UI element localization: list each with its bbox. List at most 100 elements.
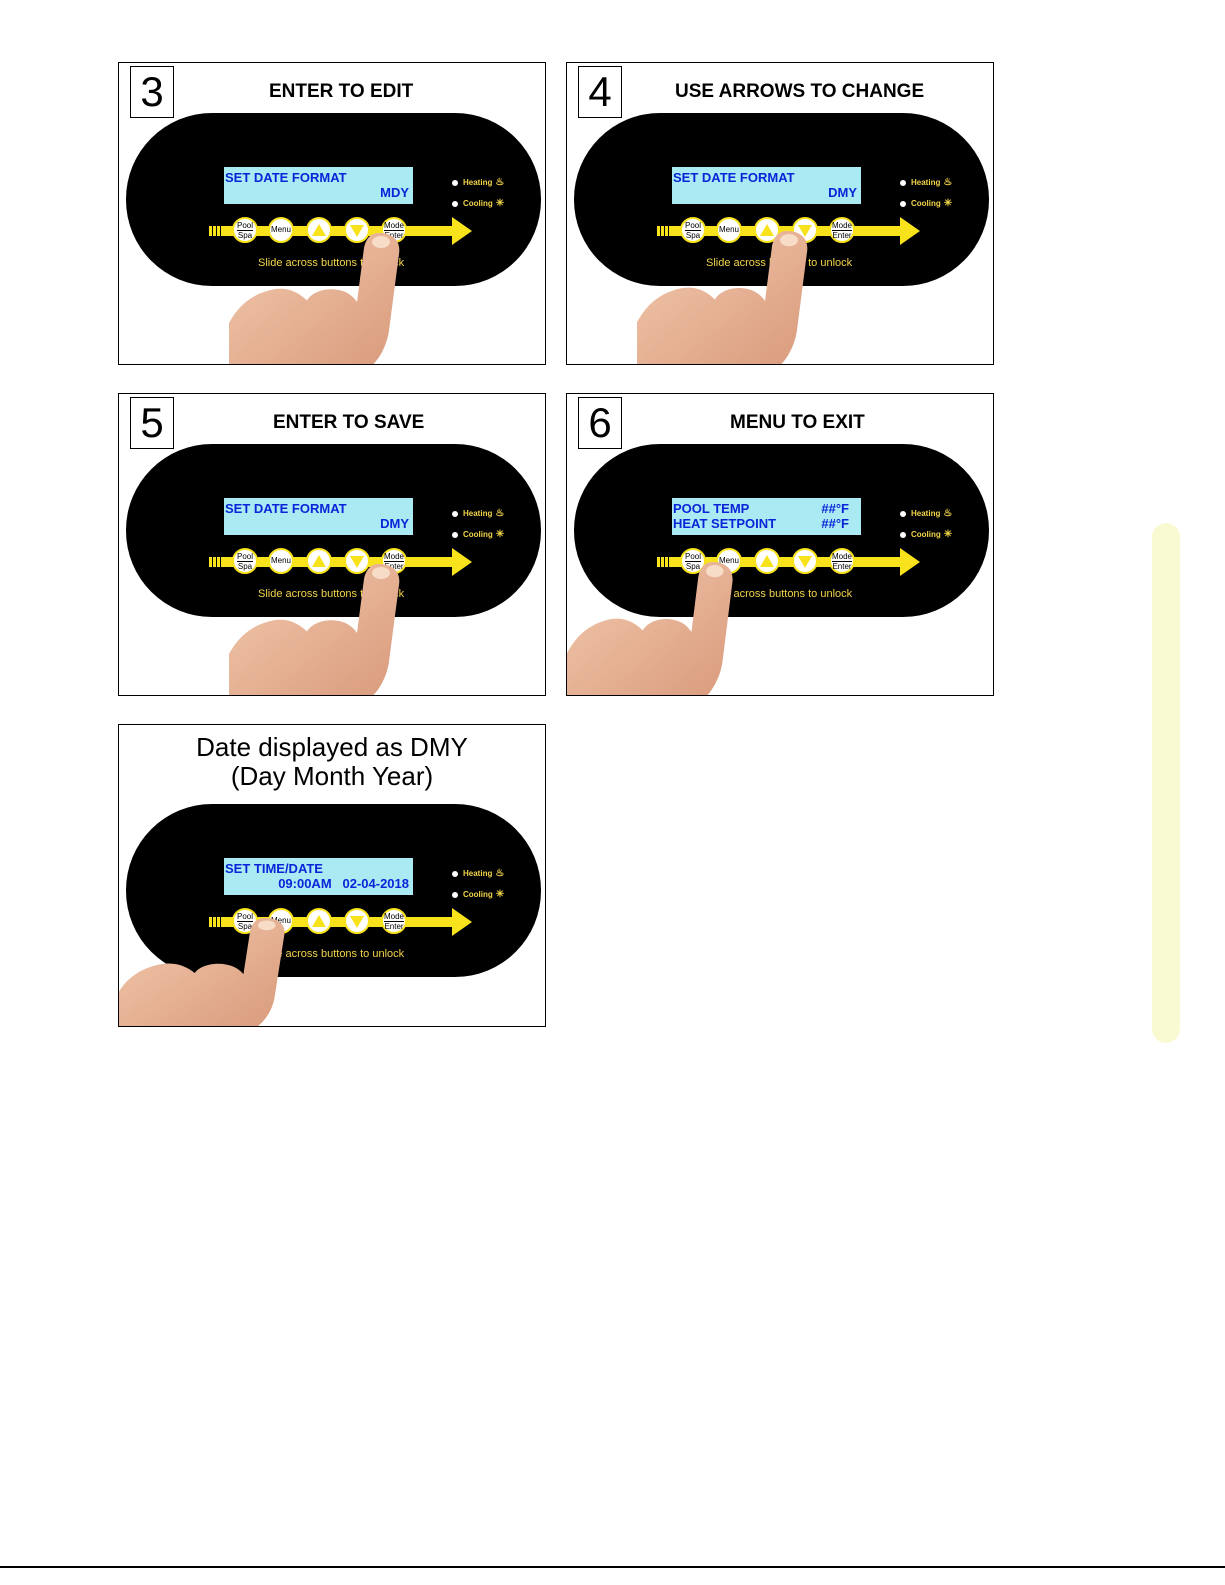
lcd-display: SET DATE FORMAT DMY [672, 167, 861, 204]
spa-label: Spa [237, 562, 253, 571]
cooling-indicator: Cooling✳ [900, 529, 952, 540]
mode-label: Mode [383, 552, 404, 562]
lcd-display: SET TIME/DATE 09:00AM 02-04-2018 [224, 858, 413, 895]
lcd-display: SET DATE FORMAT MDY [224, 167, 413, 204]
down-arrow-button[interactable] [792, 548, 818, 574]
pointing-finger-icon [229, 564, 400, 695]
slide-arrow-stripes [209, 917, 223, 927]
step-number: 5 [130, 397, 174, 449]
controller-panel: POOL TEMP ##°F HEAT SETPOINT ##°F Heatin… [574, 444, 989, 617]
cooling-label: Cooling [911, 199, 941, 208]
step-number: 3 [130, 66, 174, 118]
up-arrow-button[interactable] [754, 217, 780, 243]
side-tab [1152, 523, 1180, 1043]
heating-led-icon [452, 510, 458, 517]
spa-label: Spa [685, 231, 701, 240]
lcd-line-1: SET TIME/DATE [225, 861, 323, 876]
down-arrow-button[interactable] [344, 548, 370, 574]
slide-unlock-text: Slide across buttons to unlock [258, 948, 405, 960]
down-arrow-button[interactable] [344, 908, 370, 934]
cooling-label: Cooling [463, 890, 493, 899]
menu-button[interactable]: Menu [268, 217, 294, 243]
lcd-line-1: SET DATE FORMAT [673, 170, 795, 185]
up-arrow-icon [312, 555, 326, 567]
heating-led-icon [900, 179, 906, 186]
enter-label: Enter [832, 231, 852, 240]
snowflake-icon: ✳ [943, 529, 953, 540]
lcd-line-1: SET DATE FORMAT [225, 170, 347, 185]
spa-label: Spa [685, 562, 701, 571]
up-arrow-button[interactable] [754, 548, 780, 574]
mode-label: Mode [831, 552, 852, 562]
down-arrow-button[interactable] [344, 217, 370, 243]
up-arrow-button[interactable] [306, 908, 332, 934]
cooling-indicator: Cooling✳ [900, 198, 952, 209]
down-arrow-icon [798, 225, 812, 237]
cooling-indicator: Cooling✳ [452, 889, 504, 900]
heating-label: Heating [911, 178, 941, 187]
down-arrow-icon [350, 916, 364, 928]
heating-led-icon [452, 870, 458, 877]
controller-panel: SET DATE FORMAT MDY Heating♨ Cooling✳ Po… [126, 113, 541, 286]
up-arrow-icon [760, 555, 774, 567]
slide-arrow-head-icon [452, 908, 472, 936]
menu-button[interactable]: Menu [268, 548, 294, 574]
pool-label: Pool [684, 221, 701, 231]
cooling-led-icon [900, 531, 906, 538]
cooling-label: Cooling [911, 530, 941, 539]
pool-label: Pool [236, 912, 253, 922]
step-number: 4 [578, 66, 622, 118]
pool-label: Pool [684, 552, 701, 562]
lcd-line-2: 09:00AM 02-04-2018 [278, 876, 409, 891]
heat-wave-icon: ♨ [495, 868, 505, 879]
heating-label: Heating [463, 869, 493, 878]
up-arrow-icon [760, 224, 774, 236]
heating-indicator: Heating♨ [452, 868, 504, 879]
heating-indicator: Heating♨ [452, 508, 504, 519]
up-arrow-button[interactable] [306, 217, 332, 243]
result-title: Date displayed as DMY (Day Month Year) [119, 733, 545, 791]
spa-label: Spa [237, 231, 253, 240]
lcd-display: SET DATE FORMAT DMY [224, 498, 413, 535]
heat-wave-icon: ♨ [943, 508, 953, 519]
heat-wave-icon: ♨ [495, 177, 505, 188]
lcd-line-2-value: ##°F [821, 516, 849, 531]
heating-indicator: Heating♨ [900, 177, 952, 188]
pointing-finger-icon [567, 562, 733, 695]
enter-label: Enter [832, 562, 852, 571]
lcd-line-2: HEAT SETPOINT [673, 516, 777, 531]
step-title: USE ARROWS TO CHANGE [675, 81, 925, 102]
slide-arrow-head-icon [900, 217, 920, 245]
lcd-display: POOL TEMP ##°F HEAT SETPOINT ##°F [672, 498, 861, 535]
down-arrow-icon [350, 556, 364, 568]
slide-arrow-head-icon [900, 548, 920, 576]
heating-label: Heating [911, 509, 941, 518]
menu-button[interactable]: Menu [716, 217, 742, 243]
result-title-line-1: Date displayed as DMY [196, 732, 468, 762]
step-number: 6 [578, 397, 622, 449]
pointing-finger-icon [229, 233, 400, 364]
down-arrow-icon [350, 225, 364, 237]
cooling-led-icon [900, 200, 906, 207]
step-title: MENU TO EXIT [730, 412, 865, 433]
heating-indicator: Heating♨ [900, 508, 952, 519]
heat-wave-icon: ♨ [495, 508, 505, 519]
mode-label: Mode [383, 912, 404, 922]
result-panel: Date displayed as DMY (Day Month Year) S… [118, 724, 546, 1027]
up-arrow-button[interactable] [306, 548, 332, 574]
heat-wave-icon: ♨ [943, 177, 953, 188]
slide-arrow-head-icon [452, 548, 472, 576]
snowflake-icon: ✳ [495, 889, 505, 900]
slide-arrow-stripes [209, 226, 223, 236]
pool-label: Pool [236, 221, 253, 231]
lcd-line-1-value: ##°F [821, 501, 849, 516]
step-title: ENTER TO EDIT [269, 81, 414, 102]
